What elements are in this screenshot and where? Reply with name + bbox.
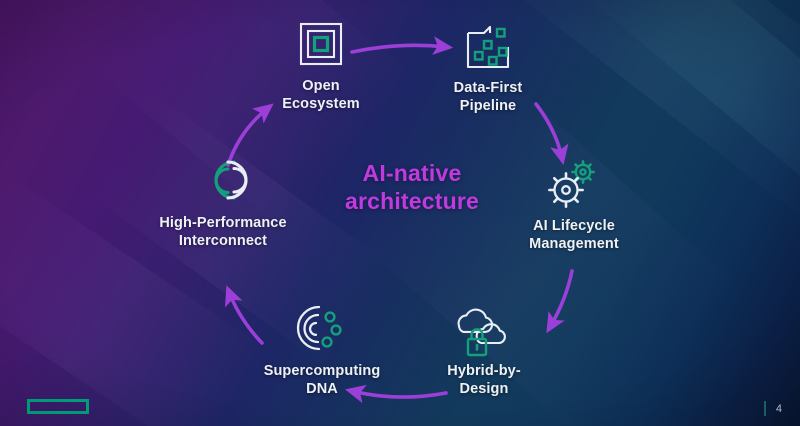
node-label-open-ecosystem: Open Ecosystem — [282, 78, 360, 112]
node-label-high-performance-interconnect: High-Performance Interconnect — [159, 215, 287, 249]
gears-icon — [548, 160, 595, 208]
arrow-interconnect-to-open — [226, 103, 274, 167]
arcs-nodes-icon — [296, 305, 342, 351]
background-streak — [0, 171, 269, 426]
folder-data-icon — [466, 25, 510, 69]
arrow-lifecycle-to-hybrid — [546, 269, 574, 334]
node-label-ai-lifecycle-management: AI Lifecycle Management — [529, 218, 619, 252]
swirl-icon — [214, 160, 248, 200]
page-number-group: 4 — [763, 401, 782, 416]
node-label-hybrid-by-design: Hybrid-by- Design — [447, 363, 521, 397]
hpe-logo — [27, 399, 89, 414]
cloud-lock-icon — [457, 308, 506, 357]
nested-squares-icon — [299, 22, 343, 66]
page-number: 4 — [775, 402, 782, 415]
arrow-open-to-data — [350, 36, 454, 55]
background-streak — [575, 0, 800, 232]
page-divider — [763, 401, 766, 416]
center-title: AI-native architecture — [344, 160, 480, 214]
node-label-data-first-pipeline: Data-First Pipeline — [453, 80, 523, 114]
node-label-supercomputing-dna: Supercomputing DNA — [263, 363, 381, 397]
arrow-supercomputing-to-interconnect — [225, 285, 264, 345]
